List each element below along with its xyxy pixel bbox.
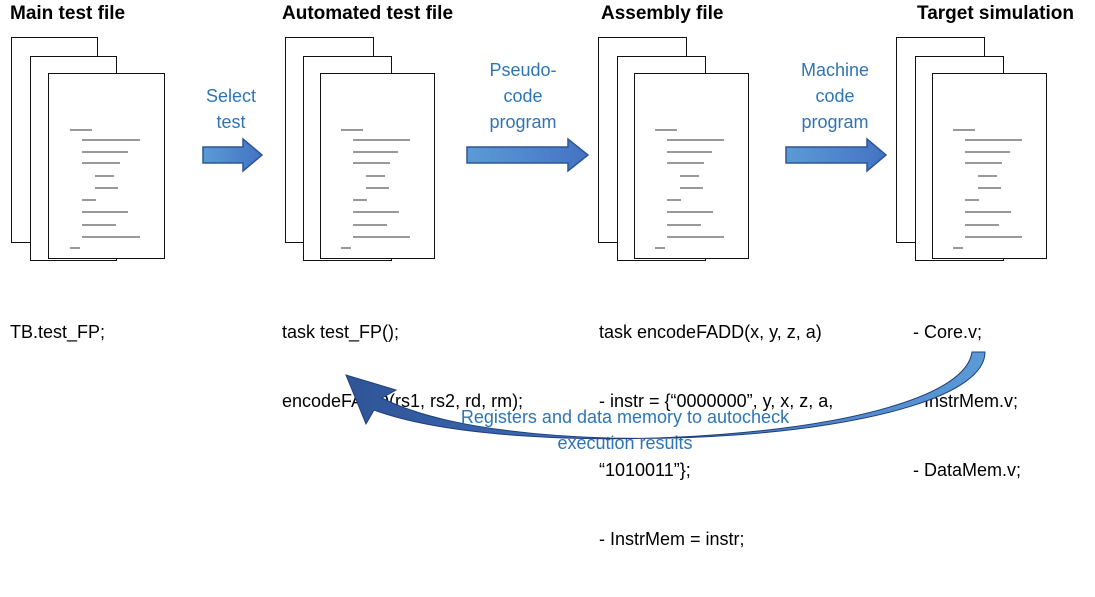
- label-line: code: [503, 86, 543, 106]
- diagram-graphics: [70, 129, 1022, 440]
- stage-title-target-simulation: Target simulation: [917, 3, 1074, 24]
- document-page-front: [932, 73, 1047, 259]
- label-line: code: [815, 86, 855, 106]
- label-line: program: [801, 112, 869, 132]
- feedback-curved-arrow: [345, 351, 986, 440]
- stage-title-assembly-file: Assembly file: [601, 3, 724, 24]
- label-line: Registers and data memory to autocheck: [460, 407, 790, 427]
- document-page-front: [48, 73, 165, 259]
- document-page-front: [320, 73, 435, 259]
- label-line: test: [216, 112, 246, 132]
- document-page-front: [634, 73, 749, 259]
- page-lines-1: [70, 129, 140, 249]
- label-line: program: [489, 112, 557, 132]
- page-lines-3: [655, 129, 724, 249]
- arrow-right-3: [785, 137, 888, 173]
- arrow-label-pseudo-code: Pseudo- code program: [478, 57, 568, 135]
- label-line: Select: [205, 86, 257, 106]
- arrow-right-2: [466, 137, 590, 173]
- label-line: Pseudo-: [489, 60, 557, 80]
- arrow-label-machine-code: Machine code program: [790, 57, 880, 135]
- page-lines-4: [953, 129, 1022, 249]
- stage-content-main: TB.test_FP;: [10, 275, 105, 390]
- content-line: TB.test_FP;: [10, 322, 106, 342]
- test-flow-diagram: Main test file Automated test file Assem…: [10, 3, 1074, 549]
- label-line: Machine: [800, 60, 870, 80]
- page-lines-2: [341, 129, 410, 249]
- content-line: - InstrMem = instr;: [599, 529, 745, 549]
- content-line: - instr = {“0000000”, y, x, z, a,: [599, 391, 834, 411]
- arrow-label-select-test: Select test: [196, 83, 266, 135]
- stage-title-automated-test-file: Automated test file: [282, 3, 454, 24]
- content-line: task test_FP();: [282, 322, 400, 342]
- content-line: task encodeFADD(x, y, z, a): [599, 322, 822, 342]
- content-line: - Core.v;: [913, 322, 983, 342]
- stage-title-main-test-file: Main test file: [10, 3, 126, 24]
- arrow-right-1: [202, 137, 264, 173]
